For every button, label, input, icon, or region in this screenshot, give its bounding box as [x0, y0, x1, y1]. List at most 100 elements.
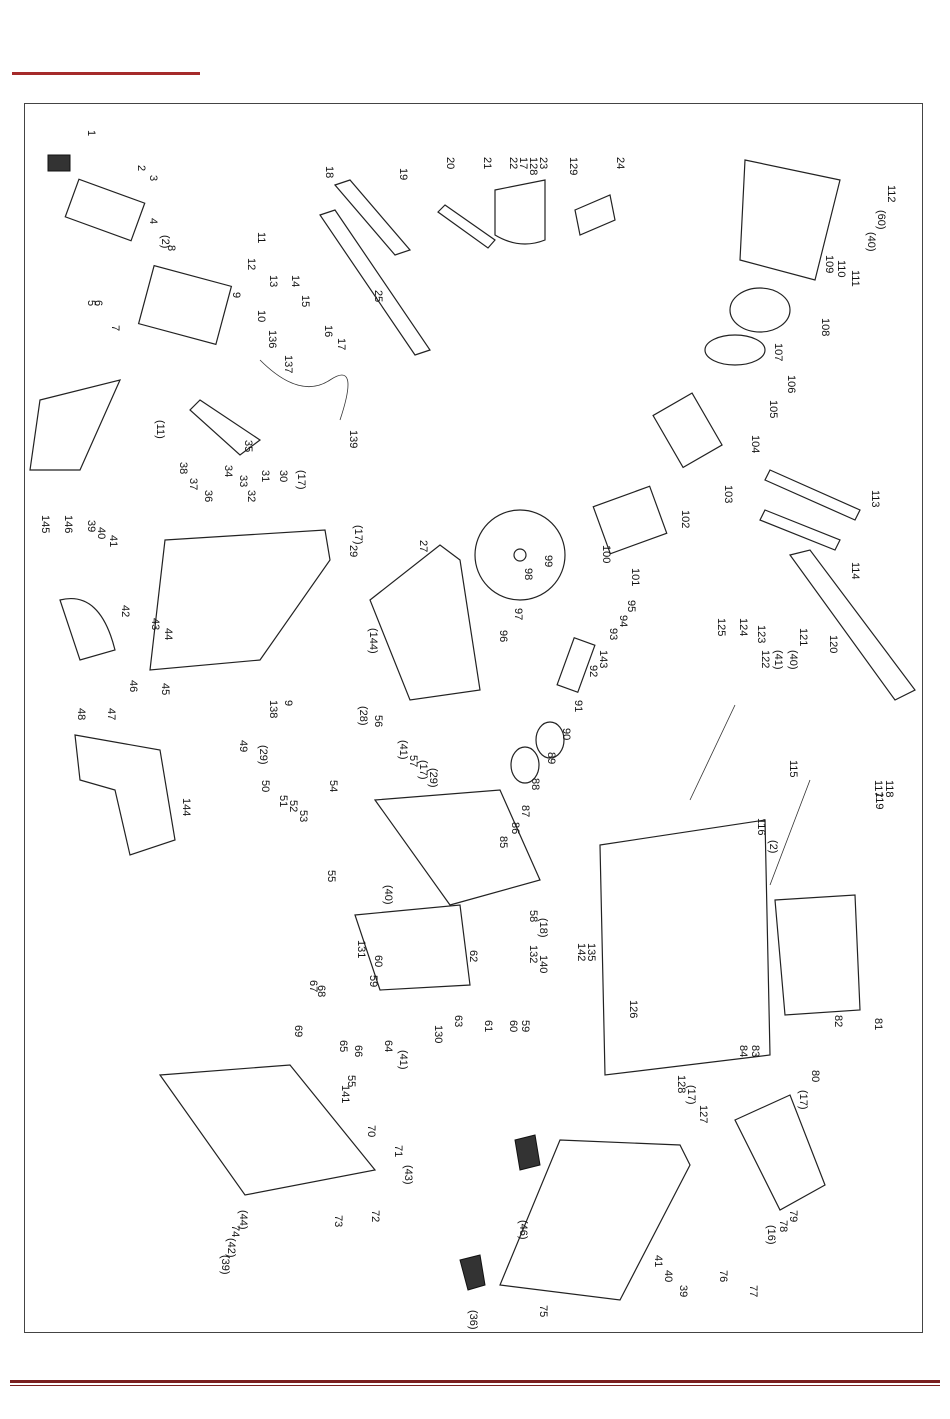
part-label: 83	[749, 1045, 761, 1057]
part-label: 104	[749, 435, 761, 453]
part-label: (42)	[225, 1238, 237, 1258]
part-label: (29)	[257, 745, 269, 765]
part-label: 7	[109, 325, 121, 331]
part-label: 96	[497, 630, 509, 642]
part-label: 128	[527, 157, 539, 175]
part-label: 16	[322, 325, 334, 337]
bottom-rule	[10, 1380, 940, 1386]
part-label: 138	[267, 700, 279, 718]
part-label: 110	[835, 260, 847, 278]
part-label: 98	[522, 568, 534, 580]
part-label: 69	[292, 1025, 304, 1037]
fence-bar-113	[764, 469, 861, 521]
motor-housing	[739, 159, 841, 281]
part-label: 24	[614, 157, 626, 169]
part-label: 89	[545, 752, 557, 764]
gear-housing	[592, 485, 668, 555]
part-label: (18)	[537, 918, 549, 938]
part-label: (41)	[397, 1050, 409, 1070]
part-label: 60	[372, 955, 384, 967]
part-label: 65	[337, 1040, 349, 1052]
switch-plate	[64, 178, 146, 242]
trunnion-right	[499, 1139, 691, 1301]
part-label: 91	[572, 700, 584, 712]
fence-rail	[788, 549, 916, 701]
part-label: (46)	[517, 1220, 529, 1240]
part-label: (2)	[159, 235, 171, 248]
part-label: 52	[287, 800, 299, 812]
part-label: 125	[715, 618, 727, 636]
part-label: 8	[165, 245, 177, 251]
part-label: 46	[127, 680, 139, 692]
part-label: 136	[266, 330, 278, 348]
part-label: 35	[242, 440, 254, 452]
part-label: 25	[372, 290, 384, 302]
part-label: 121	[797, 628, 809, 646]
knob-36	[459, 1254, 486, 1291]
part-label: 71	[392, 1145, 404, 1157]
part-label: 142	[575, 943, 587, 961]
part-label: 97	[512, 608, 524, 620]
part-label: 66	[352, 1045, 364, 1057]
part-label: 109	[823, 255, 835, 273]
part-label: 55	[325, 870, 337, 882]
part-label: (17)	[797, 1090, 809, 1110]
part-label: (41)	[397, 740, 409, 760]
part-label: 6	[92, 300, 104, 306]
blade-guard-small	[494, 179, 546, 245]
part-label: 132	[527, 945, 539, 963]
table-top	[599, 819, 771, 1076]
part-label: (40)	[787, 650, 799, 670]
part-label: 86	[509, 822, 521, 834]
part-label: 31	[259, 470, 271, 482]
part-label: 40	[95, 527, 107, 539]
part-label: 135	[585, 943, 597, 961]
part-label: (40)	[382, 885, 394, 905]
part-label: 107	[772, 343, 784, 361]
part-label: 63	[452, 1015, 464, 1027]
part-label: 36	[202, 490, 214, 502]
foot-pedal	[74, 734, 176, 856]
part-label: 3	[147, 175, 159, 181]
part-label: 21	[481, 157, 493, 169]
scale-plate	[59, 598, 116, 661]
part-label: 100	[600, 545, 612, 563]
part-label: (41)	[772, 650, 784, 670]
part-label: 72	[369, 1210, 381, 1222]
part-label: 45	[159, 683, 171, 695]
part-label: 81	[872, 1018, 884, 1030]
part-label: 39	[677, 1285, 689, 1297]
part-label: 95	[625, 600, 637, 612]
part-label: 20	[444, 157, 456, 169]
part-label: 122	[759, 650, 771, 668]
part-label: 123	[755, 625, 767, 643]
part-label: 126	[627, 1000, 639, 1018]
part-label: 56	[372, 715, 384, 727]
part-label: 92	[587, 665, 599, 677]
part-label: 79	[787, 1210, 799, 1222]
part-label: 144	[180, 798, 192, 816]
diagram-parts	[29, 154, 916, 1301]
part-label: 32	[245, 490, 257, 502]
part-label: (17)	[417, 760, 429, 780]
part-label: 127	[697, 1105, 709, 1123]
part-label: 18	[323, 166, 335, 178]
part-label: 38	[177, 462, 189, 474]
part-label: 5	[85, 300, 97, 306]
part-label: 4	[147, 218, 159, 224]
dust-chute	[734, 1094, 826, 1211]
part-label: 41	[107, 535, 119, 547]
part-label: 53	[297, 810, 309, 822]
part-label: 19	[397, 168, 409, 180]
part-label: 1	[85, 130, 97, 136]
part-label: 58	[527, 910, 539, 922]
part-label: 113	[869, 490, 881, 508]
part-label: (11)	[154, 420, 166, 439]
part-label: 59	[367, 975, 379, 987]
part-label: 15	[299, 295, 311, 307]
part-label: 23	[537, 157, 549, 169]
part-label: 145	[39, 515, 51, 533]
part-label: 141	[339, 1085, 351, 1103]
